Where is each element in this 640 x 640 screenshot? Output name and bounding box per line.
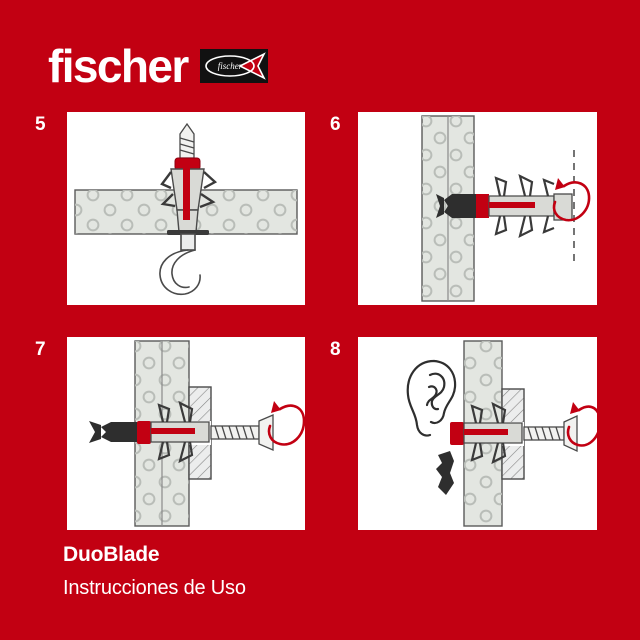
svg-text:fischer: fischer <box>217 61 242 71</box>
product-name: DuoBlade <box>63 543 160 566</box>
ear-listen-icon <box>406 359 457 437</box>
anchor-tip-dark <box>436 194 478 218</box>
rotation-arrow-icon <box>566 402 597 447</box>
anchor-body <box>463 401 523 465</box>
anchor-body <box>160 168 218 235</box>
step-panel-8 <box>358 337 597 530</box>
insertion-arrow-dark <box>89 421 139 443</box>
screw-shaft-upper <box>179 122 195 159</box>
step-number-6: 6 <box>330 114 341 135</box>
brand-wordmark: fischer <box>48 40 189 92</box>
fischer-fish-logo-icon: fischer <box>199 49 268 83</box>
step-panel-5 <box>67 112 305 305</box>
rotation-arrow-icon <box>267 401 305 446</box>
anchor-collar-red <box>450 422 464 445</box>
countersunk-screw <box>523 414 578 453</box>
brand-logo: fischer fischer <box>48 42 268 90</box>
step-number-7: 7 <box>35 339 46 360</box>
hook-screw <box>159 233 201 296</box>
step-panel-7 <box>67 337 305 530</box>
step-number-5: 5 <box>35 114 46 135</box>
document-subtitle: Instrucciones de Uso <box>63 577 246 599</box>
anchor-collar-red <box>476 194 489 218</box>
anchor-collar-red <box>137 421 151 444</box>
step-panel-6 <box>358 112 597 305</box>
countersunk-screw <box>210 414 274 451</box>
step-number-8: 8 <box>330 339 341 360</box>
anchor-body <box>488 173 555 239</box>
anchor-body <box>150 400 210 464</box>
rotation-arrow-icon <box>552 178 591 222</box>
broken-piece-icon <box>436 451 454 495</box>
caption-block: DuoBlade Instrucciones de Uso <box>63 542 246 601</box>
